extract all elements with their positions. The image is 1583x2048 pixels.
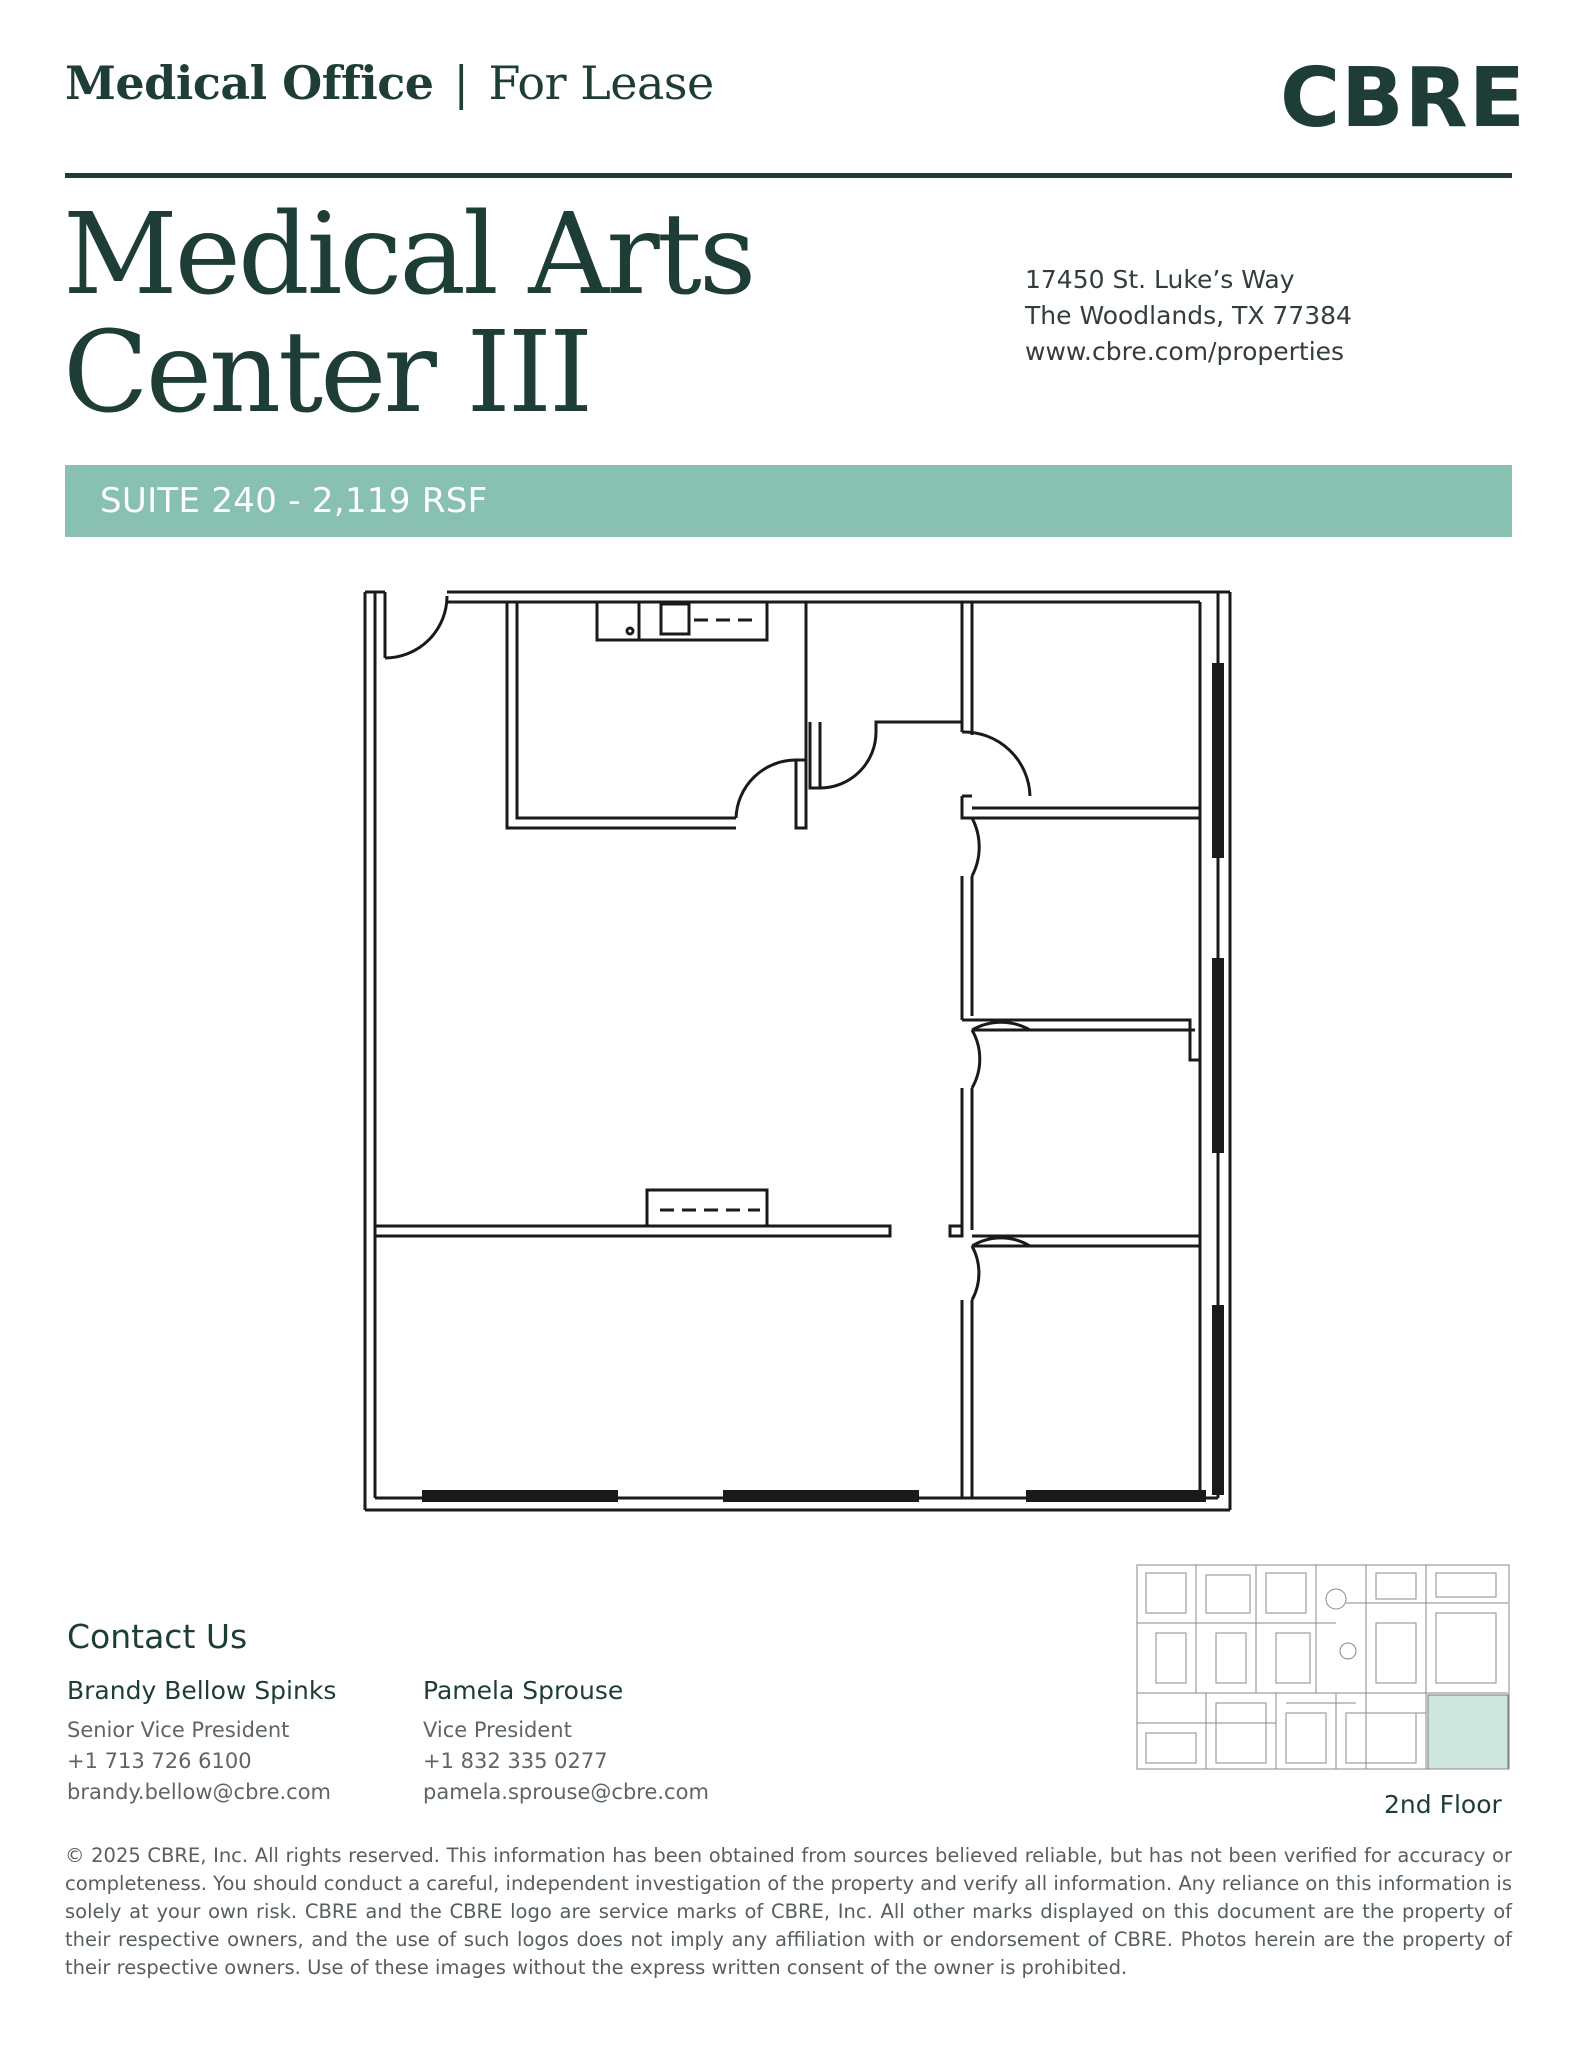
suite-label: SUITE 240 - 2,119 RSF	[100, 481, 488, 521]
address-city: The Woodlands, TX 77384	[1025, 301, 1352, 330]
contact-role: Senior Vice President	[67, 1718, 290, 1742]
header-divider	[65, 173, 1512, 178]
website-link[interactable]: www.cbre.com/properties	[1025, 337, 1345, 366]
key-map-floor-label: 2nd Floor	[1384, 1790, 1502, 1819]
contact-phone[interactable]: +1 713 726 6100	[67, 1749, 252, 1773]
legal-disclaimer: © 2025 CBRE, Inc. All rights reserved. T…	[65, 1844, 1512, 1979]
contact-heading: Contact Us	[67, 1617, 248, 1656]
contact-role: Vice President	[423, 1718, 572, 1742]
address-street: 17450 St. Luke’s Way	[1025, 265, 1295, 294]
contact-email[interactable]: brandy.bellow@cbre.com	[67, 1780, 332, 1804]
document-category-header: Medical Office | For Lease	[65, 56, 714, 110]
cbre-logo: CBRE	[1280, 51, 1526, 146]
contact-card-1: Brandy Bellow Spinks Senior Vice Preside…	[67, 1676, 336, 1808]
contact-name: Pamela Sprouse	[423, 1676, 624, 1705]
contact-phone[interactable]: +1 832 335 0277	[423, 1749, 608, 1773]
contact-email[interactable]: pamela.sprouse@cbre.com	[423, 1780, 709, 1804]
property-name-line1: Medical Arts	[63, 190, 756, 320]
contact-card-2: Pamela Sprouse Vice President +1 832 335…	[423, 1676, 709, 1808]
suite-floor-plan	[363, 590, 1232, 1512]
category-label: Medical Office	[65, 56, 434, 110]
property-name-line2: Center III	[63, 308, 593, 438]
contact-name: Brandy Bellow Spinks	[67, 1676, 337, 1705]
property-address: 17450 St. Luke’s Way The Woodlands, TX 7…	[1025, 262, 1352, 370]
property-title: Medical Arts Center III	[63, 190, 756, 438]
floor-key-map	[1136, 1563, 1512, 1773]
suite-highlight	[1427, 1694, 1509, 1770]
status-label: For Lease	[488, 56, 715, 110]
header-separator: |	[453, 56, 470, 110]
suite-banner: SUITE 240 - 2,119 RSF	[65, 465, 1512, 537]
